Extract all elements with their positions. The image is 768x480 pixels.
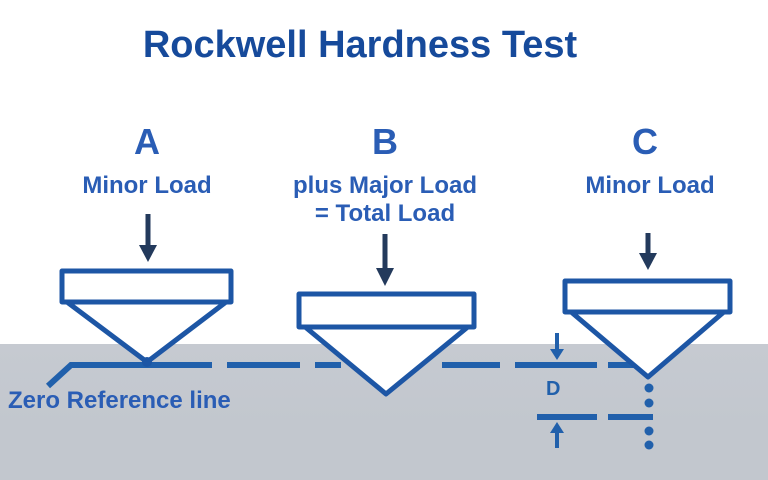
load-label-a: Minor Load [82, 172, 212, 199]
down-arrow-icon-c [639, 233, 657, 270]
down-arrow-icon-b [376, 234, 394, 286]
indenter-c [562, 278, 733, 380]
down-arrow-icon-a [139, 214, 157, 262]
indenter-a [59, 268, 234, 367]
stage-label-a: A [134, 121, 160, 162]
depth-dimension-arrow-up-icon [550, 422, 564, 448]
depth-dimension-arrow-down-icon [550, 333, 564, 360]
page-title: Rockwell Hardness Test [142, 24, 578, 66]
stage-label-c: C [632, 121, 658, 162]
recovery-dotted-line [644, 383, 654, 450]
depth-label: D [546, 378, 561, 400]
zero-reference-label: Zero Reference line [8, 387, 231, 414]
indenter-b [296, 291, 477, 397]
load-label-c: Minor Load [585, 172, 715, 199]
zero-reference-line [45, 362, 645, 389]
load-label-b-line1: plus Major Load [292, 172, 477, 199]
load-label-b-line2: = Total Load [314, 200, 456, 227]
stage-label-b: B [372, 121, 398, 162]
